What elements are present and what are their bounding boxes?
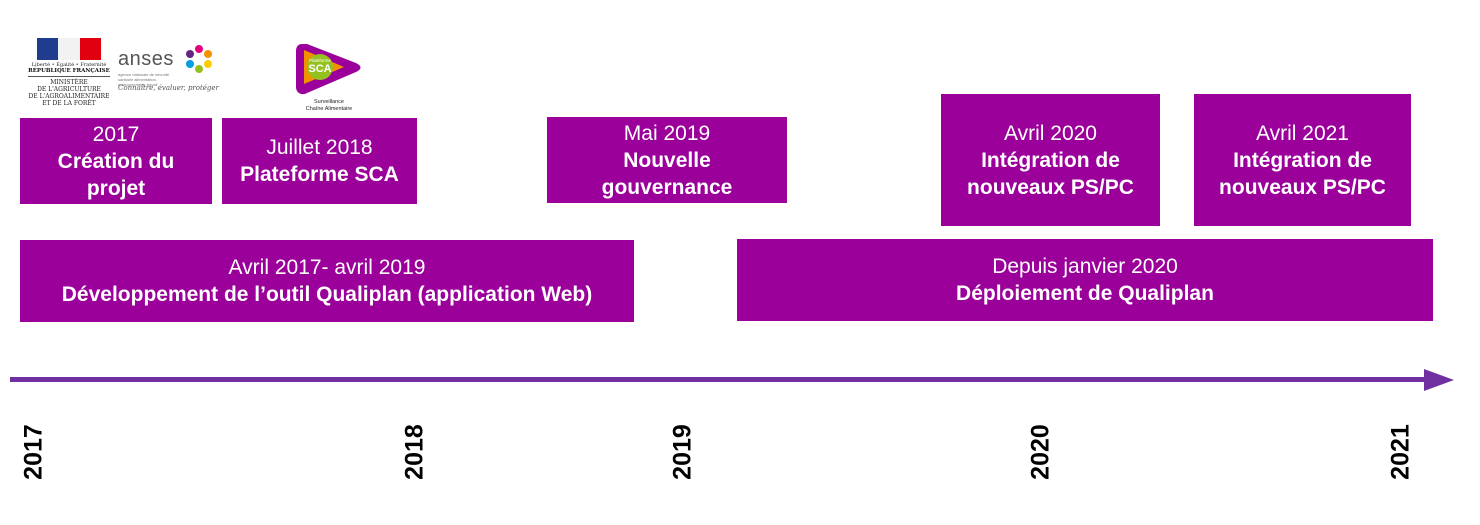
- period-date: Depuis janvier 2020: [992, 255, 1178, 278]
- anses-wordmark: anses: [118, 48, 174, 70]
- period-date: Avril 2017- avril 2019: [228, 256, 426, 279]
- timeline-axis: [10, 377, 1426, 382]
- milestone-date: Mai 2019: [623, 121, 711, 145]
- milestone-title: Nouvelle: [623, 148, 711, 172]
- year-2021: 2021: [1386, 424, 1415, 480]
- rf-motto: Liberté • Égalité • Fraternité: [31, 62, 107, 68]
- milestone-title: Plateforme SCA: [240, 163, 399, 186]
- year-2020: 2020: [1026, 424, 1055, 480]
- milestone-title: projet: [86, 176, 146, 200]
- period-title: Déploiement de Qualiplan: [956, 282, 1214, 305]
- ministry-name: MINISTÈRE DE L'AGRICULTURE DE L'AGROALIM…: [28, 79, 110, 107]
- milestone-2017: 2017 Création du projet: [20, 118, 212, 204]
- year-2018: 2018: [400, 424, 429, 480]
- sca-badge-text: SCA: [308, 63, 331, 75]
- period-title: Développement de l’outil Qualiplan (appl…: [61, 283, 593, 306]
- milestone-avril-2021: Avril 2021 Intégration de nouveaux PS/PC: [1194, 94, 1411, 226]
- milestone-title: Intégration de: [981, 148, 1120, 172]
- year-2019: 2019: [668, 424, 697, 480]
- sca-badge-icon: Plateforme SCA: [296, 44, 361, 95]
- republique-francaise-logo: Liberté • Égalité • Fraternité RÉPUBLIQU…: [28, 38, 110, 107]
- milestone-date: Avril 2020: [1003, 121, 1097, 145]
- milestone-date: Juillet 2018: [266, 136, 373, 159]
- period-developpement: Avril 2017- avril 2019 Développement de …: [20, 240, 634, 322]
- sca-badge-top: Plateforme: [309, 58, 331, 63]
- rf-name: RÉPUBLIQUE FRANÇAISE: [28, 68, 110, 77]
- milestone-title: nouveaux PS/PC: [1219, 175, 1386, 199]
- anses-flower-icon: [186, 45, 212, 73]
- arrow-right-icon: [1424, 369, 1454, 391]
- anses-tagline: Connaître, évaluer, protéger: [118, 84, 219, 92]
- milestone-date: 2017: [92, 122, 140, 146]
- milestone-date: Avril 2021: [1255, 121, 1349, 145]
- anses-logo: anses agence nationale de sécurité sanit…: [118, 44, 219, 94]
- milestone-avril-2020: Avril 2020 Intégration de nouveaux PS/PC: [941, 94, 1160, 226]
- milestone-mai-2019: Mai 2019 Nouvelle gouvernance: [547, 117, 787, 203]
- milestone-title: gouvernance: [601, 175, 733, 199]
- sca-caption: Surveillance Chaîne Alimentaire: [305, 99, 353, 112]
- milestone-title: Création du: [57, 149, 175, 173]
- milestone-title: nouveaux PS/PC: [967, 175, 1134, 199]
- year-2017: 2017: [19, 424, 48, 480]
- milestone-title: Intégration de: [1233, 148, 1372, 172]
- anses-subtitle: agence nationale de sécurité sanitaire a…: [118, 72, 170, 87]
- sca-logo: Plateforme SCA Surveillance Chaîne Alime…: [294, 40, 364, 116]
- milestone-juillet-2018: Juillet 2018 Plateforme SCA: [222, 118, 417, 204]
- period-deploiement: Depuis janvier 2020 Déploiement de Quali…: [737, 239, 1433, 321]
- french-flag-icon: [37, 38, 101, 60]
